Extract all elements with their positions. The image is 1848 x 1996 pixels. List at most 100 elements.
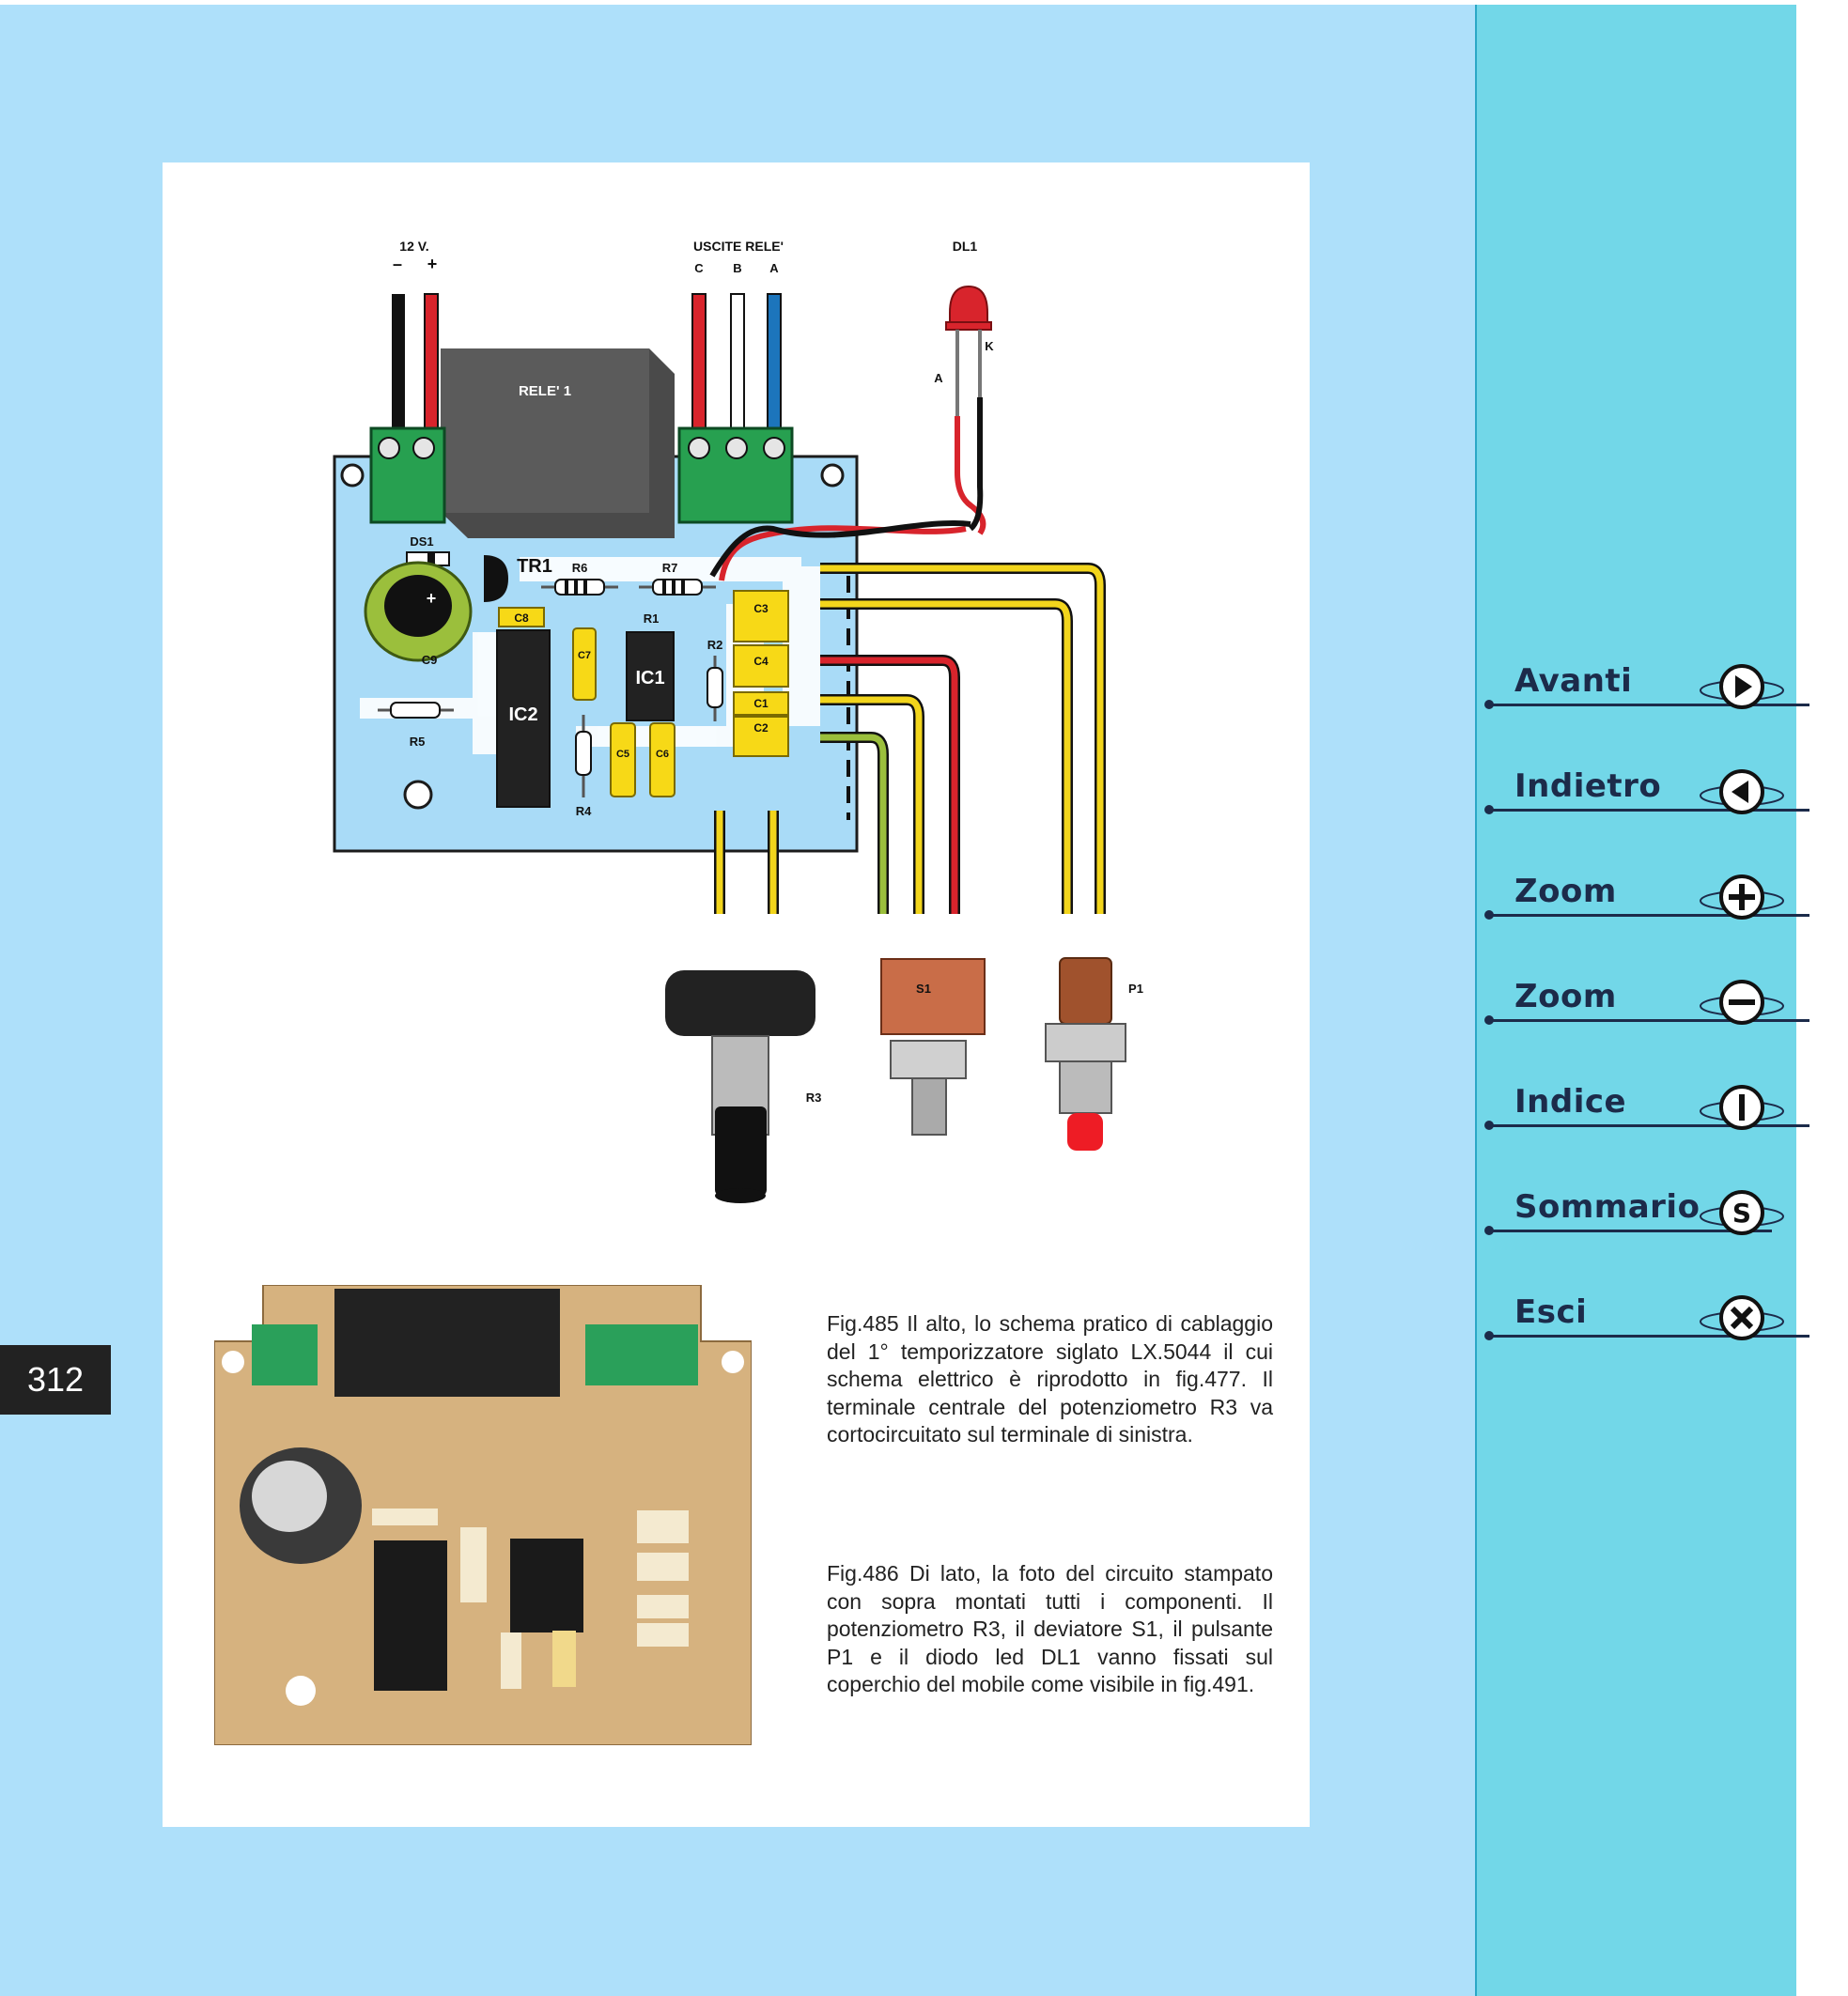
nav-underline (1490, 1335, 1809, 1338)
ds1-label: DS1 (410, 534, 433, 549)
arrow-right-icon (1700, 664, 1784, 709)
resistor-r2 (707, 656, 723, 721)
potentiometer-r3 (665, 970, 815, 1203)
output-c: C (694, 261, 704, 275)
capacitor-c2 (733, 716, 789, 757)
ic1-label: IC1 (635, 668, 664, 689)
c4-label: C4 (753, 655, 769, 668)
nav-label-indietro: Indietro (1514, 767, 1662, 805)
r4-label: R4 (576, 804, 592, 818)
nav-label-zoom-in: Zoom (1514, 873, 1617, 910)
c1-label: C1 (753, 697, 769, 710)
nav-label-esci: Esci (1514, 1293, 1588, 1331)
supply-terminal-block (369, 426, 446, 524)
relay-outputs-label: USCITE RELE' (693, 239, 784, 254)
caption-fig486: Fig.486 Di lato, la foto del circuito st… (827, 1561, 1273, 1696)
nav-label-indice: Indice (1514, 1083, 1627, 1121)
zoom-in-icon (1700, 874, 1784, 920)
capacitor-c7 (572, 627, 597, 701)
capacitor-c5 (610, 722, 636, 797)
p1-wires (820, 563, 1106, 914)
minus-sign: – (393, 255, 402, 273)
pushbutton-p1 (1045, 957, 1126, 1151)
r2-label: R2 (707, 638, 723, 652)
output-a: A (769, 261, 779, 275)
p1-label: P1 (1128, 982, 1143, 996)
nav-bullet (1484, 700, 1494, 709)
nav-underline (1490, 809, 1809, 812)
nav-bullet (1484, 1121, 1494, 1130)
c7-label: C7 (578, 650, 591, 661)
nav-underline (1490, 704, 1809, 706)
nav-indice[interactable]: Indice (1484, 1079, 1809, 1136)
r3-label: R3 (806, 1091, 822, 1105)
nav-label-zoom-out: Zoom (1514, 978, 1617, 1015)
capacitor-c4 (733, 644, 789, 688)
nav-zoom-out[interactable]: Zoom (1484, 974, 1809, 1030)
c2-label: C2 (753, 721, 769, 735)
summary-icon: S (1700, 1190, 1784, 1235)
supply-wires (392, 293, 782, 436)
r3-wires (714, 811, 779, 914)
nav-underline (1490, 1019, 1809, 1022)
resistor-r7 (639, 579, 716, 596)
c3-label: C3 (753, 602, 769, 615)
s1-label: S1 (916, 982, 931, 996)
nav-label-sommario: Sommario (1514, 1188, 1700, 1226)
nav-bullet (1484, 805, 1494, 814)
nav-bullet (1484, 1015, 1494, 1025)
nav-zoom-in[interactable]: Zoom (1484, 869, 1809, 925)
exit-icon (1700, 1295, 1784, 1340)
r7-label: R7 (662, 561, 678, 575)
relay: RELE' 1 (441, 348, 675, 538)
led-cathode-label: K (985, 339, 994, 353)
nav-bullet (1484, 910, 1494, 920)
led-label: DL1 (953, 239, 978, 254)
plus-sign: + (427, 255, 438, 273)
ic2-chip (496, 629, 551, 808)
right-margin (1796, 0, 1848, 1996)
resistor-r5 (378, 702, 454, 719)
capacitor-c8 (498, 607, 545, 627)
nav-label-avanti: Avanti (1514, 662, 1633, 700)
relay-terminal-block (677, 426, 794, 524)
pcb-photo (214, 1285, 752, 1745)
arrow-left-icon (1700, 769, 1784, 814)
c8-label: C8 (514, 611, 529, 625)
c9-plus: + (427, 589, 437, 608)
ic1-chip (626, 631, 675, 721)
r6-label: R6 (572, 561, 588, 575)
led-dl1 (945, 285, 992, 535)
nav-underline (1490, 1230, 1772, 1232)
transistor-tr1 (484, 555, 508, 602)
caption-fig485: Fig.485 Il alto, lo schema pratico di ca… (827, 1311, 1273, 1447)
nav-underline (1490, 914, 1809, 917)
supply-label: 12 V. (399, 239, 428, 254)
r1-label: R1 (644, 611, 660, 626)
relay-label: RELE' 1 (519, 383, 571, 399)
tr1-label: TR1 (517, 556, 552, 577)
index-icon (1700, 1085, 1784, 1130)
zoom-out-icon (1700, 980, 1784, 1025)
c5-label: C5 (616, 749, 629, 760)
capacitor-c6 (649, 722, 676, 797)
nav-sommario[interactable]: Sommario S (1484, 1184, 1794, 1241)
resistor-r6 (541, 579, 618, 596)
c9-label: C9 (422, 653, 438, 667)
s1-wires (820, 655, 960, 914)
capacitor-c3 (733, 590, 789, 642)
nav-bullet (1484, 1226, 1494, 1235)
page-number: 312 (0, 1345, 111, 1415)
nav-indietro[interactable]: Indietro (1484, 764, 1809, 820)
wiring-diagram: RELE' 1 12 V. – + USCITE RELE' C B A DL1… (333, 239, 1143, 1203)
output-b: B (733, 261, 741, 275)
c6-label: C6 (656, 749, 669, 760)
nav-esci[interactable]: Esci (1484, 1290, 1809, 1346)
nav-avanti[interactable]: Avanti (1484, 658, 1809, 715)
capacitor-c9 (364, 561, 473, 662)
nav-underline (1490, 1124, 1809, 1127)
switch-s1 (880, 958, 986, 1136)
resistor-r4 (575, 715, 592, 797)
capacitor-c1 (733, 691, 789, 716)
nav-bullet (1484, 1331, 1494, 1340)
